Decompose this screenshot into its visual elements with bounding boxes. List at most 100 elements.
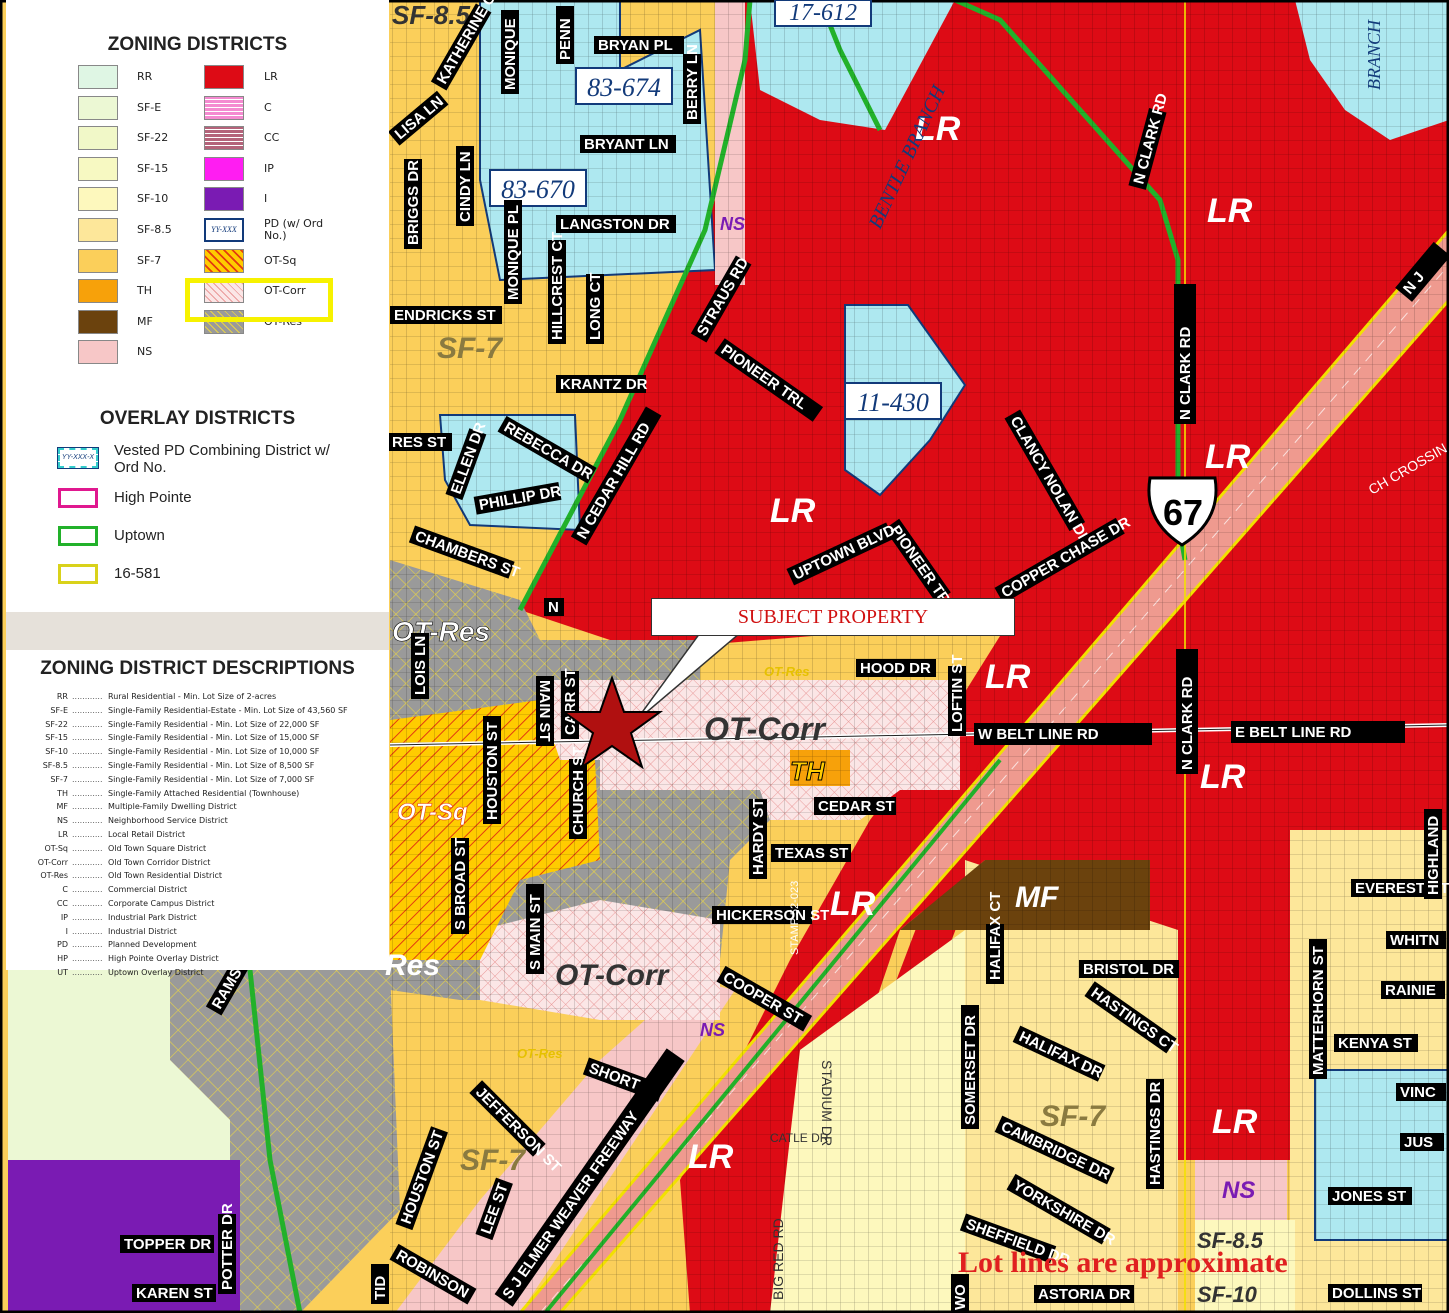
description-dots: ............ [72,871,103,881]
legend-label: OT-Sq [264,253,297,267]
street-karen-st: KAREN ST [136,1285,213,1302]
street-monique-pl: MONIQUE PL [505,205,522,300]
description-dots: ............ [72,774,103,784]
street-berry-ln: BERRY LN [684,44,701,120]
ot-corr-highlight [185,278,333,322]
lot-lines-note: Lot lines are approximate [958,1246,1288,1279]
description-dots: ............ [72,816,103,826]
legend-label: SF-7 [137,253,162,267]
street-highland: HIGHLAND [1425,816,1442,895]
description-dots: ............ [72,912,103,922]
svg-text:11-430: 11-430 [857,388,929,417]
legend-swatch-ot-sq [204,248,244,273]
zone-label-lr-3: LR [770,492,816,530]
overlay-swatch [58,564,98,584]
street-krantz-dr: KRANTZ DR [560,376,648,393]
overlay-label: High Pointe [114,489,192,506]
description-dots: ............ [72,719,103,729]
street-s-main-st: S MAIN ST [527,894,544,970]
legend-zoning-title: ZONING DISTRICTS [107,34,288,55]
zone-label-ot-res: OT-Res [392,616,490,647]
zone-label-lr-9: LR [688,1138,734,1176]
street-big-red-rd: BIG RED RD [770,1218,786,1300]
street-branch: BRANCH [1364,19,1384,90]
description-code: SF-7 [50,774,68,784]
legend-swatch-sf-15 [78,156,118,181]
description-row: SF-7............Single-Family Residentia… [6,773,389,786]
description-code: IP [60,912,68,922]
description-code: UT [57,968,68,977]
description-row: SF-15............Single-Family Residenti… [6,731,389,744]
street-hillcrest-ct: HILLCREST CT [549,232,566,340]
description-code: SF-E [50,705,68,715]
overlay-label: Uptown [114,527,165,544]
description-dots: ............ [72,968,103,977]
legend-label: SF-22 [137,131,169,145]
zone-label-lr-6: LR [1200,758,1246,796]
street-halifax-ct: HALIFAX CT [987,892,1004,980]
description-text: Planned Development [108,940,197,950]
description-text: Old Town Square District [108,843,207,853]
description-text: Uptown Overlay District [108,968,204,977]
description-text: Single-Family Attached Residential (Town… [108,788,300,798]
street-n-clark-rd-2: N CLARK RD [1179,677,1196,770]
overlay-label: Vested PD Combining District w/ Ord No. [114,442,330,476]
street-dollins-st: DOLLINS ST [1332,1285,1421,1302]
street-hickerson-st: HICKERSON ST [716,907,829,924]
street-stadium-dr: STADIUM DR [819,1060,835,1146]
zone-label-ns-3: NS [1222,1177,1255,1204]
legend-label: NS [137,345,153,359]
description-dots: ............ [72,954,103,964]
street-whitn: WHITN [1390,932,1439,949]
zone-label-ns-1: NS [720,214,745,234]
zone-label-lr-7: LR [830,885,876,923]
description-code: CC [56,899,68,908]
zone-label-sf85-top: SF-8.5 [392,0,471,30]
zone-label-th: TH [790,756,826,786]
legend-label: SF-15 [137,161,169,175]
legend-swatch-th [78,279,118,304]
legend-swatch-i [204,187,244,212]
description-row: OT-Corr............Old Town Corridor Dis… [6,856,389,869]
legend-label: RR [137,70,153,83]
street-carr-st: CARR ST [562,668,579,735]
street-jus: JUS [1404,1134,1433,1151]
description-dots: ............ [72,926,103,936]
description-dots: ............ [72,830,103,839]
legend-label: I [264,192,268,206]
legend-swatch-sf-7 [78,248,118,273]
description-code: HP [57,954,68,964]
legend-swatch-ip [204,156,244,181]
legend-label: SF-10 [137,192,169,206]
street-bristol-dr: BRISTOL DR [1083,961,1174,978]
street-main-st: MAIN ST [536,680,553,742]
legend-label: PD (w/ Ord No.) [264,217,324,242]
description-row: OT-Sq............Old Town Square Distric… [6,842,389,855]
description-row: SF-22............Single-Family Residenti… [6,718,389,731]
street-kenya-st: KENYA ST [1338,1035,1412,1052]
description-row: OT-Res............Old Town Residential D… [6,869,389,882]
street-church-st: CHURCH ST [570,747,587,835]
svg-text:17-612: 17-612 [789,0,857,26]
street-tid: TID [372,1276,389,1300]
street-monique: MONIQUE [502,18,519,90]
legend-label: C [264,100,272,114]
svg-text:83-670: 83-670 [501,175,575,204]
legend-swatch-cc [204,126,244,151]
description-text: Local Retail District [108,830,186,839]
description-text: Industrial Park District [108,912,197,922]
legend-swatch-pd-w-ord-no-: YY-XXX [204,218,244,242]
street-crest-st: RES ST [392,434,446,451]
description-code: TH [57,788,68,798]
legend-swatch-sf-10 [78,187,118,212]
legend-swatch-rr [78,65,118,89]
description-row: SF-10............Single-Family Residenti… [6,745,389,758]
description-code: OT-Res [40,871,68,881]
description-row: I............Industrial District [6,925,389,938]
description-text: Neighborhood Service District [108,816,228,826]
street-hood-dr: HOOD DR [860,660,931,677]
description-dots: ............ [72,843,103,853]
legend-swatch-ns [78,340,118,365]
street-hendricks-st: ENDRICKS ST [394,307,496,324]
description-text: Single-Family Residential - Min. Lot Siz… [108,747,320,757]
